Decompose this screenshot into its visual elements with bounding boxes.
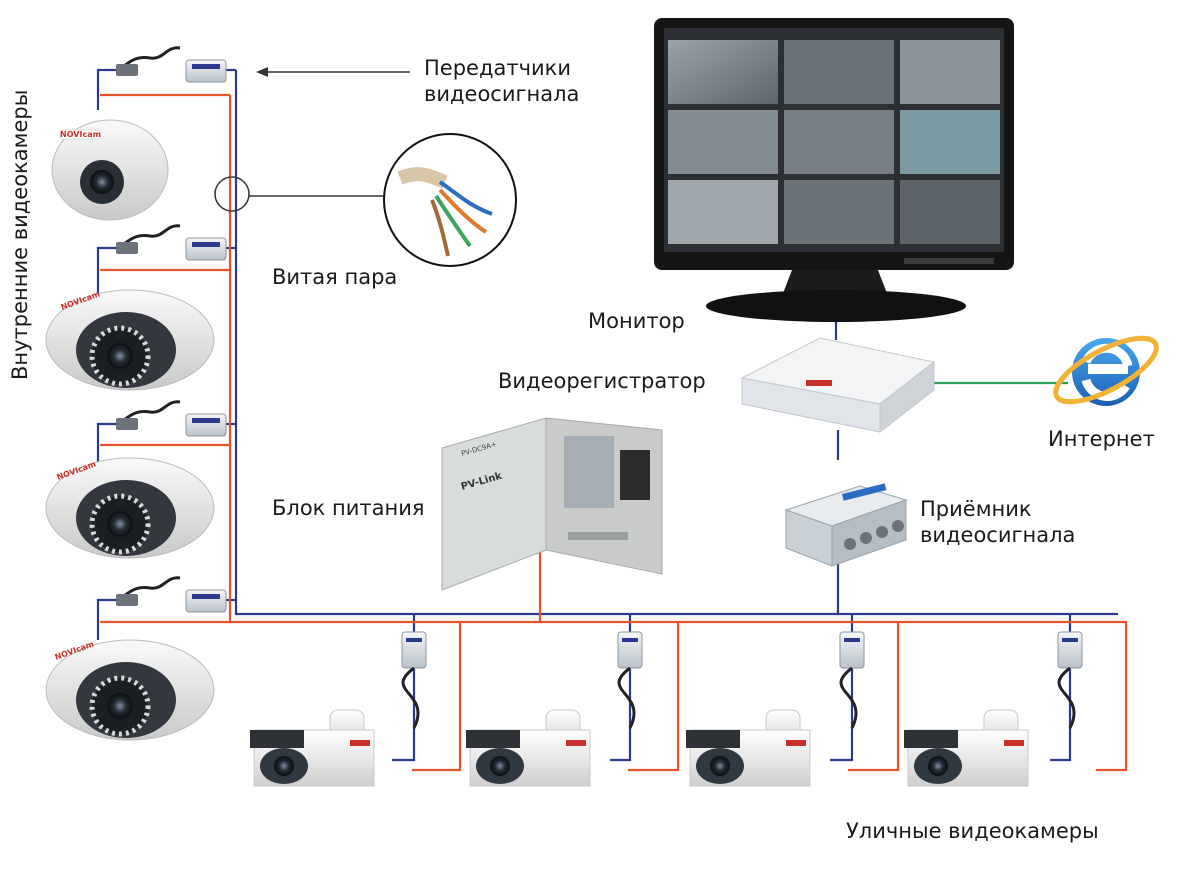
dvr-label: Видеорегистратор: [498, 369, 706, 393]
receiver-label-line1: Приёмник: [920, 497, 1032, 521]
internet-explorer-icon: [1053, 335, 1159, 406]
outdoor-transmitters: [401, 631, 1083, 729]
indoor-camera-3: [45, 457, 215, 559]
power-wires: [100, 93, 1128, 772]
monitor-label: Монитор: [588, 309, 685, 333]
outdoor-cameras-label: Уличные видеокамеры: [846, 819, 1099, 843]
twisted-pair-label: Витая пара: [272, 265, 398, 289]
receiver-label-line2: видеосигнала: [920, 523, 1076, 547]
outdoor-camera-4: [904, 709, 1029, 787]
outdoor-camera-2: [466, 709, 591, 787]
dvr: [740, 337, 936, 434]
outdoor-camera-3: [686, 709, 811, 787]
indoor-camera-2: [45, 289, 215, 391]
video-receiver: [784, 483, 908, 567]
indoor-camera-4: [45, 639, 215, 741]
twisted-pair-callout: [214, 133, 517, 267]
indoor-camera-1: [51, 119, 169, 221]
power-supply-label: Блок питания: [272, 496, 425, 520]
outdoor-cameras: [250, 709, 1029, 787]
internet-label: Интернет: [1048, 427, 1155, 451]
camera-brand-1: NOVIcam: [60, 130, 101, 139]
monitor: [654, 18, 1014, 322]
power-supply: PV-Link PV-DC9A+: [441, 417, 663, 591]
transmitter-pointer: [256, 67, 410, 77]
transmitters: [116, 46, 227, 613]
outdoor-camera-1: [250, 709, 375, 787]
transmitters-label-line2: видеосигнала: [424, 82, 580, 106]
transmitters-label-line1: Передатчики: [424, 56, 571, 80]
indoor-cameras-label: Внутренние видеокамеры: [8, 89, 32, 380]
monitor-video-grid: [668, 40, 1000, 244]
